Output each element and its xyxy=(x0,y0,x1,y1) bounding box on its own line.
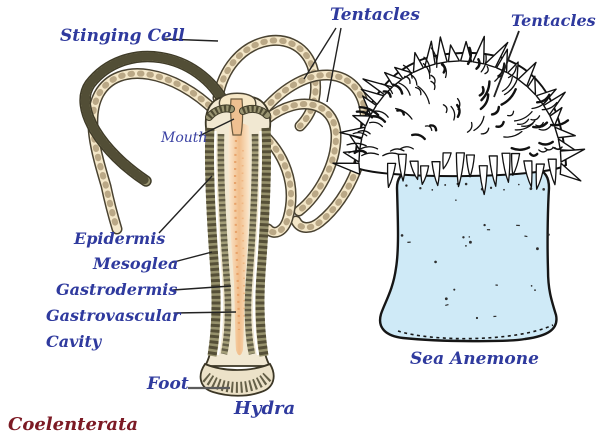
hydra-body xyxy=(203,92,272,367)
label-gastrovascular-cavity: Gastrovascular Cavity xyxy=(46,306,181,351)
anemone-crown xyxy=(332,35,586,196)
gastrodermis-pointer xyxy=(172,285,232,291)
anemone-tentacles-pointer xyxy=(493,30,520,98)
hydra-mouth-opening xyxy=(230,98,244,136)
sea-anemone-illustration xyxy=(332,35,586,343)
label-anemone-tentacles: Tentacles xyxy=(511,11,596,30)
leader-lines xyxy=(158,27,520,390)
label-mouth: Mouth xyxy=(161,130,208,146)
stinging-cell-pointer xyxy=(163,38,219,42)
label-foot: Foot xyxy=(147,374,189,394)
label-hydra-tentacles: Tentacles xyxy=(330,5,420,25)
hydra-tentacles-pointer-1 xyxy=(303,27,337,80)
hydra-foot xyxy=(199,362,275,397)
caption-hydra: Hydra xyxy=(234,398,296,419)
diagram-title: Coelenterata xyxy=(8,414,139,435)
caption-sea-anemone: Sea Anemone xyxy=(410,349,539,369)
label-mesoglea: Mesoglea xyxy=(93,254,179,273)
gastrovascular-cavity-pointer xyxy=(173,311,237,314)
mouth-pointer xyxy=(198,118,235,137)
label-stinging-cell: Stinging Cell xyxy=(60,26,185,46)
epidermis-pointer xyxy=(158,175,213,234)
mesoglea-pointer xyxy=(169,251,213,264)
hydra-tentacles-pointer-2 xyxy=(326,27,342,103)
label-epidermis: Epidermis xyxy=(74,229,166,248)
anemone-body xyxy=(378,167,558,343)
label-gastrodermis: Gastrodermis xyxy=(56,280,178,299)
